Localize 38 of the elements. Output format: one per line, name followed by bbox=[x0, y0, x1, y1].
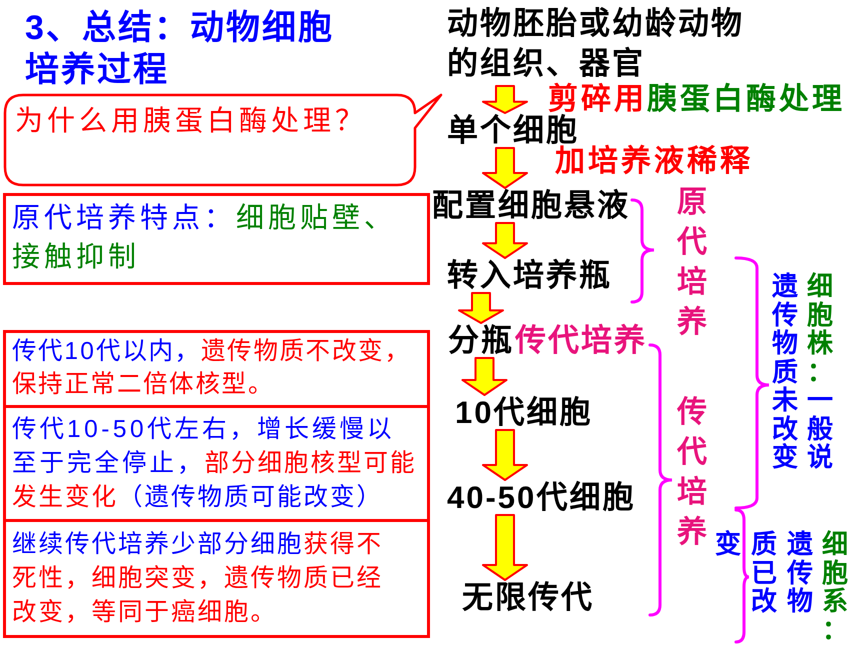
note-box bbox=[3, 522, 430, 638]
speech-bubble bbox=[3, 92, 445, 187]
title: 3、总结：动物细胞培养过程 bbox=[25, 8, 335, 91]
note-text: 传代10代以内，遗传物质不改变，保持正常二倍体核型。 bbox=[12, 337, 412, 400]
step-text: 分瓶 bbox=[448, 325, 514, 356]
vertical-note: 细胞系： bbox=[822, 530, 848, 644]
block-arrow bbox=[458, 292, 504, 324]
question-text: 为什么用胰蛋白酶处理？ bbox=[15, 104, 367, 138]
block-arrow bbox=[462, 357, 508, 396]
block-arrow bbox=[482, 85, 528, 114]
step-text: 单个细胞 bbox=[447, 115, 579, 146]
step-text: 40-50代细胞 bbox=[447, 482, 636, 513]
note-text: 继续传代培养少部分细胞获得不死性，细胞突变，遗传物质已经改变，等同于癌细胞。 bbox=[12, 530, 384, 628]
block-arrow bbox=[482, 222, 528, 259]
block-arrow bbox=[482, 514, 528, 581]
note-text: 原代培养特点：细胞贴壁、接触抑制 bbox=[12, 201, 397, 274]
step-text: 10代细胞 bbox=[455, 397, 592, 428]
vertical-note: 遗传物质已改 bbox=[751, 530, 813, 616]
step-text: 动物胚胎或幼龄动物的组织、器官 bbox=[447, 4, 747, 84]
vertical-note: 变 bbox=[715, 530, 741, 561]
phase-label: 传代培养 bbox=[677, 395, 707, 551]
step-note: 加培养液稀释 bbox=[555, 147, 753, 177]
note-box bbox=[3, 330, 430, 408]
block-arrow bbox=[482, 429, 528, 481]
step-text: 配置细胞悬液 bbox=[432, 190, 630, 221]
note-box bbox=[3, 193, 430, 285]
stage-label: 传代培养 bbox=[515, 325, 647, 356]
step-text: 转入培养瓶 bbox=[447, 260, 612, 291]
step-note: 剪碎用 bbox=[548, 85, 647, 115]
phase-label: 原代培养 bbox=[677, 185, 707, 341]
vertical-note: 细胞株： bbox=[807, 272, 833, 386]
step-note: 胰蛋白酶处理 bbox=[647, 85, 845, 115]
vertical-note: 遗传物质未改变 bbox=[772, 272, 798, 472]
block-arrow bbox=[482, 147, 528, 189]
note-text: 传代10-50代左右，增长缓慢以至于完全停止，部分细胞核型可能发生变化（遗传物质可能改变） bbox=[12, 415, 418, 513]
vertical-note: 一般说 bbox=[807, 386, 833, 472]
note-box bbox=[3, 408, 430, 522]
step-text: 无限传代 bbox=[462, 582, 594, 613]
